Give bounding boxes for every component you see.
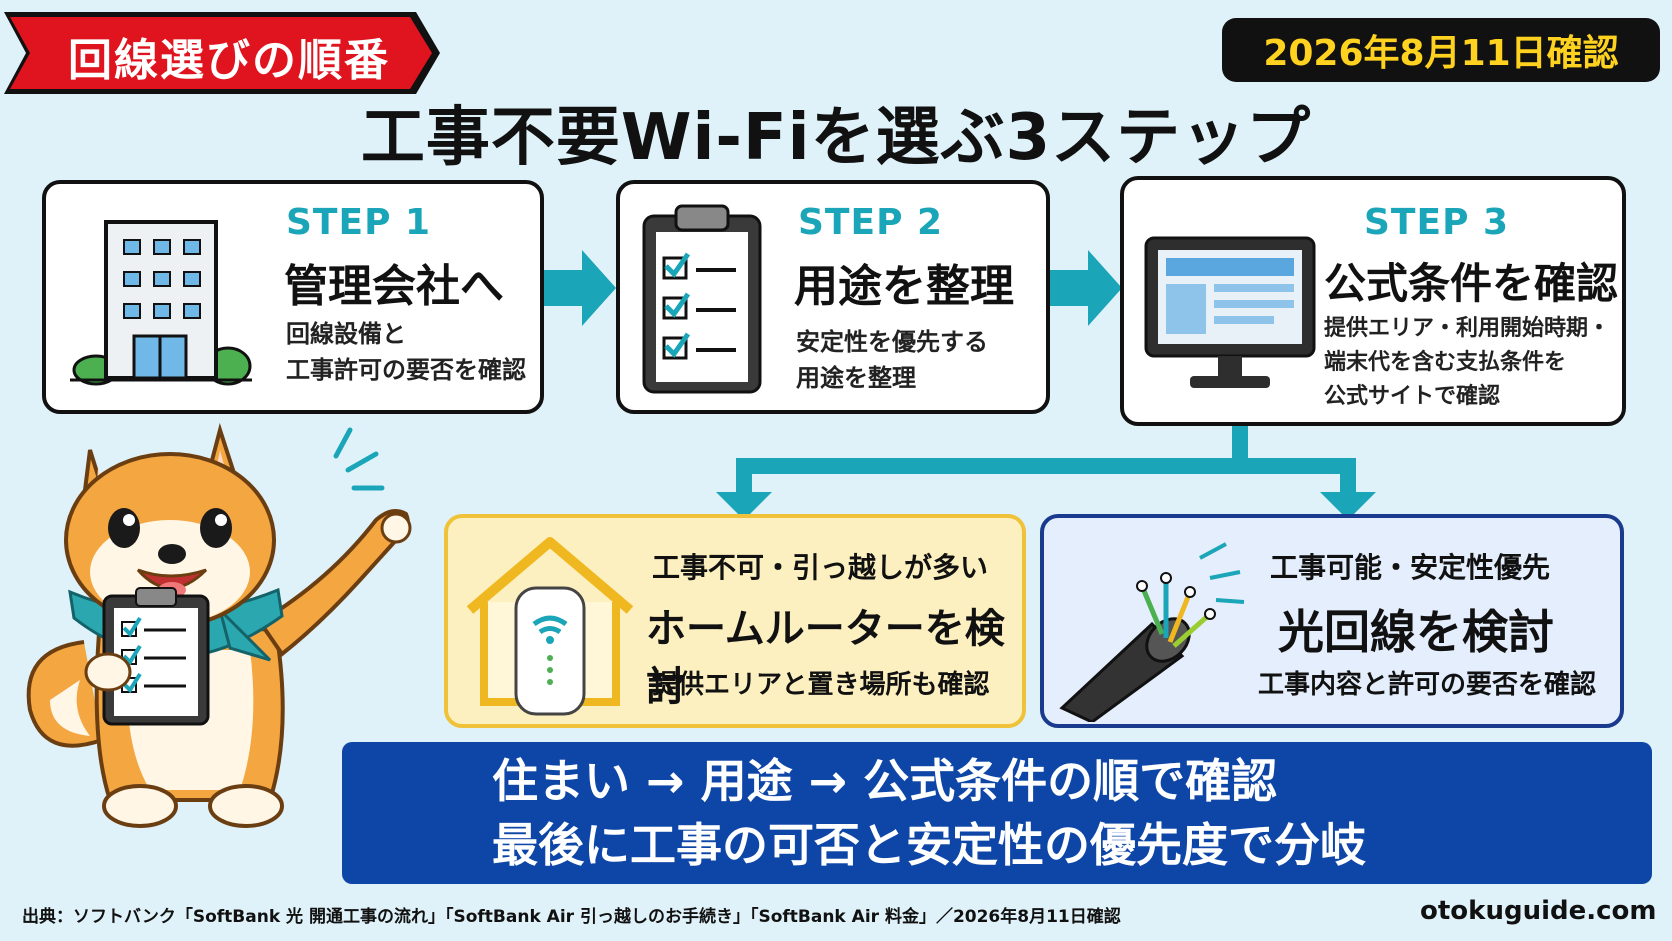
branch-home-router-desc: 提供エリアと置き場所も確認: [652, 670, 990, 700]
step-1-label: STEP 1: [286, 202, 432, 243]
monitor-icon: [1144, 236, 1316, 388]
step-2-desc: 安定性を優先する 用途を整理: [796, 328, 988, 392]
summary-banner: 住まい → 用途 → 公式条件の順で確認 最後に工事の可否と安定性の優先度で分岐: [342, 742, 1652, 884]
date-badge: 2026年8月11日確認: [1222, 18, 1660, 82]
step-1-desc: 回線設備と 工事許可の要否を確認: [286, 320, 526, 384]
branch-fiber-desc: 工事内容と許可の要否を確認: [1258, 670, 1597, 700]
clipboard-checklist-icon: [642, 204, 762, 394]
page-title: 工事不要Wi-Fiを選ぶ3ステップ: [360, 101, 1312, 175]
step-2-title: 用途を整理: [794, 261, 1014, 312]
category-ribbon: 回線選びの順番: [4, 12, 440, 94]
step-2-card: STEP 2 用途を整理 安定性を優先する 用途を整理: [616, 180, 1050, 414]
branch-fiber-title: 光回線を検討: [1278, 605, 1554, 659]
summary-line-1: 住まい → 用途 → 公式条件の順で確認: [492, 754, 1278, 808]
site-url: otokuguide.com: [1420, 896, 1657, 926]
branch-home-router: 工事不可・引っ越しが多い ホームルーターを検討 提供エリアと置き場所も確認: [444, 514, 1026, 728]
summary-line-2: 最後に工事の可否と安定性の優先度で分岐: [492, 818, 1366, 872]
branch-fiber-sub: 工事可能・安定性優先: [1270, 551, 1551, 584]
step-2-label: STEP 2: [798, 202, 944, 243]
step-3-title: 公式条件を確認: [1324, 259, 1619, 308]
fiber-cable-icon: [1059, 542, 1245, 722]
branch-home-router-title: ホームルーターを検討: [646, 606, 1005, 710]
shiba-dog-mascot-icon: [26, 422, 412, 828]
step-3-desc: 提供エリア・利用開始時期・ 端末代を含む支払条件を 公式サイトで確認: [1324, 316, 1611, 409]
step-1-title: 管理会社へ: [284, 261, 504, 312]
building-icon: [70, 220, 252, 386]
step-3-label: STEP 3: [1364, 202, 1510, 243]
step-1-card: STEP 1 管理会社へ 回線設備と 工事許可の要否を確認: [42, 180, 544, 414]
arrow-right-icon: [1050, 250, 1122, 326]
branch-home-router-sub: 工事不可・引っ越しが多い: [652, 551, 989, 584]
source-citation: 出典：ソフトバンク「SoftBank 光 開通工事の流れ」「SoftBank A…: [22, 907, 1121, 927]
arrow-right-icon: [544, 250, 616, 326]
branch-fiber: 工事可能・安定性優先 光回線を検討 工事内容と許可の要否を確認: [1040, 514, 1624, 728]
home-router-icon: [466, 537, 634, 716]
step-3-card: STEP 3 公式条件を確認 提供エリア・利用開始時期・ 端末代を含む支払条件を…: [1120, 176, 1626, 426]
branch-connector: [716, 426, 1376, 520]
ribbon-label: 回線選びの順番: [68, 35, 390, 86]
